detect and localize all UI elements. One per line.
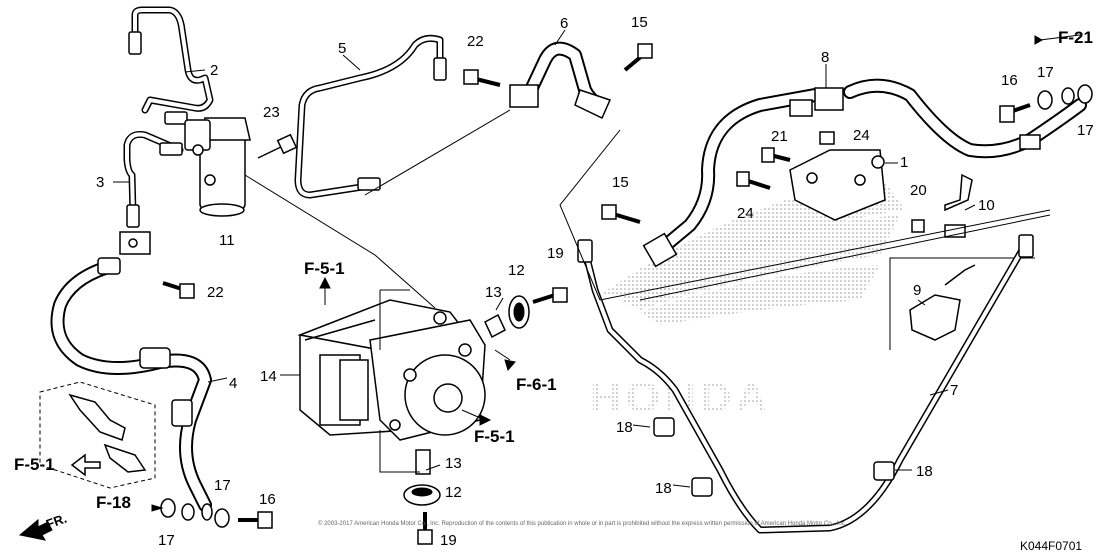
- grommet-12-upper: [508, 295, 530, 329]
- bolt-16-left: [238, 511, 273, 529]
- arrow-fr: [18, 518, 53, 541]
- arrow-f51-top: [319, 276, 331, 305]
- bracket-1: [789, 149, 886, 221]
- diagram-code: K044F0701: [1020, 539, 1082, 553]
- callout-2: 2: [210, 62, 218, 79]
- callout-18-c: 18: [916, 463, 933, 480]
- callout-19-upper: 19: [547, 245, 564, 262]
- callout-23: 23: [263, 104, 280, 121]
- callout-14: 14: [260, 368, 277, 385]
- pipe-7: [577, 234, 1034, 534]
- bolt-19-lower: [417, 512, 433, 545]
- hose-8: [642, 78, 1087, 268]
- bolt-23: [257, 133, 298, 159]
- collar-13-lower: [415, 449, 431, 475]
- washers-17-right: [1037, 84, 1093, 110]
- callout-15-upper: 15: [631, 14, 648, 31]
- callout-13-upper: 13: [485, 284, 502, 301]
- callout-24-lower: 24: [737, 205, 754, 222]
- bolt-24-lower: [736, 171, 771, 190]
- washers-17-left: [160, 498, 230, 528]
- callout-18-b: 18: [655, 480, 672, 497]
- callout-16-right: 16: [1001, 72, 1018, 89]
- bolt-22-lower: [162, 281, 195, 299]
- bolt-15-upper: [623, 43, 653, 72]
- ref-f51-mid: F-5-1: [474, 427, 515, 446]
- arrow-f18: [151, 504, 164, 512]
- callout-4: 4: [229, 375, 237, 392]
- clip-10: [944, 173, 973, 238]
- callout-6: 6: [560, 15, 568, 32]
- clip-18-c: [873, 461, 895, 481]
- callout-numbers: 2 3 4 5 6 7 8 9 10 1 11 12 13 14 19 13 1…: [96, 14, 1094, 549]
- copyright-notice: © 2003-2017 American Honda Motor Co., In…: [318, 520, 847, 527]
- callout-5: 5: [338, 40, 346, 57]
- callout-22-upper: 22: [467, 33, 484, 50]
- callout-15-lower: 15: [612, 174, 629, 191]
- bolt-21: [761, 147, 791, 163]
- callout-16-left: 16: [259, 491, 276, 508]
- clip-18-b: [691, 477, 713, 497]
- bolt-19-upper: [532, 287, 568, 304]
- callout-19-lower: 19: [440, 532, 457, 549]
- bolt-16-right: [999, 103, 1031, 123]
- callout-9: 9: [913, 282, 921, 299]
- valve-11: [184, 117, 251, 217]
- callout-24-upper: 24: [853, 127, 870, 144]
- callout-13-lower: 13: [445, 455, 462, 472]
- ref-f51-left: F-5-1: [14, 455, 55, 474]
- callout-1: 1: [900, 154, 908, 171]
- bracket-inset-left: [39, 381, 156, 489]
- callout-11: 11: [219, 232, 235, 249]
- abs-modulator-14: [297, 299, 486, 441]
- callout-22-lower: 22: [207, 284, 224, 301]
- callout-12-lower: 12: [445, 484, 462, 501]
- arrow-f51-mid: [479, 414, 492, 426]
- clip-9-inset: [889, 257, 1035, 350]
- reference-labels: F-5-1 F-6-1 F-5-1 F-5-1 F-18 F-21 FR.: [14, 28, 1093, 532]
- callout-12-upper: 12: [508, 262, 525, 279]
- bolt-22-upper: [463, 69, 501, 87]
- arrow-f51-left: [70, 453, 101, 477]
- bolt-24-upper: [819, 131, 835, 145]
- callout-10: 10: [978, 197, 995, 214]
- callout-21: 21: [771, 128, 788, 145]
- joint-block-22: [119, 231, 151, 255]
- pipe-3: [123, 131, 184, 228]
- ref-f61: F-6-1: [516, 375, 557, 394]
- collar-13-upper: [484, 313, 506, 339]
- callout-17-left-b: 17: [158, 532, 175, 549]
- clip-18-a: [653, 417, 675, 437]
- bolt-20: [911, 219, 925, 233]
- callout-20: 20: [910, 182, 927, 199]
- grommet-12-lower: [403, 484, 441, 506]
- callout-8: 8: [821, 49, 829, 66]
- pipe-2: [128, 6, 214, 125]
- callout-17-right-a: 17: [1037, 64, 1054, 81]
- callout-7: 7: [950, 382, 958, 399]
- ref-f51-top: F-5-1: [304, 259, 345, 278]
- hose-6: [509, 41, 612, 120]
- callout-18-a: 18: [616, 419, 633, 436]
- pipe-5: [294, 34, 447, 199]
- arrow-f61: [504, 359, 516, 372]
- bolt-15-lower: [601, 204, 641, 224]
- arrow-f21: [1034, 35, 1044, 45]
- callout-17-left-a: 17: [214, 477, 231, 494]
- callout-3: 3: [96, 174, 104, 191]
- ref-front: FR.: [44, 511, 69, 532]
- hose-4: [50, 257, 212, 512]
- callout-17-right-b: 17: [1077, 122, 1094, 139]
- ref-f18: F-18: [96, 493, 131, 512]
- ref-f21: F-21: [1058, 28, 1093, 47]
